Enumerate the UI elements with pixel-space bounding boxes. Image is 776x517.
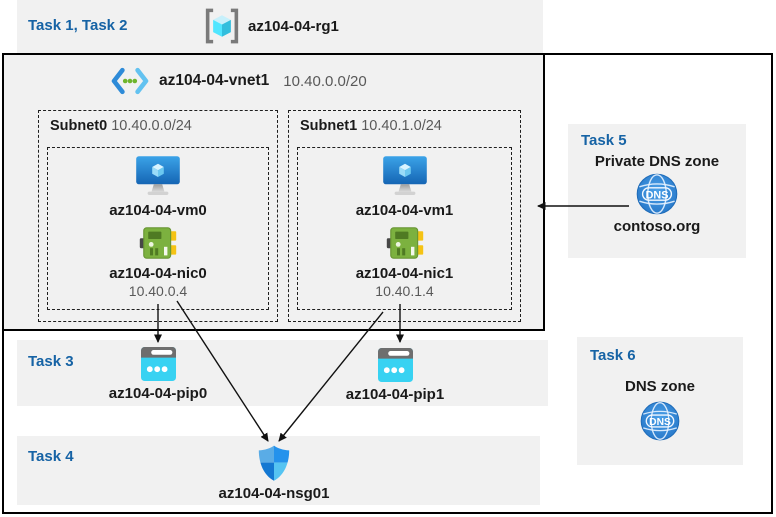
subnet1-label: Subnet1 10.40.1.0/24 <box>300 118 442 134</box>
public-ip-icon <box>377 347 414 383</box>
nic0-label: az104-04-nic0 <box>109 265 207 282</box>
task5-title: Private DNS zone <box>594 153 720 170</box>
nic-icon <box>386 225 424 261</box>
vnet-box: az104-04-vnet1 10.40.0.0/20 Subnet0 10.4… <box>2 53 545 331</box>
subnet1-cidr: 10.40.1.0/24 <box>361 118 442 134</box>
dns-icon: DNS <box>636 173 678 215</box>
task3-label: Task 3 <box>28 353 74 370</box>
nic0-ip: 10.40.0.4 <box>128 283 188 299</box>
task1-2-label: Task 1, Task 2 <box>28 17 128 34</box>
vnet-header: az104-04-vnet1 10.40.0.0/20 <box>110 64 367 98</box>
subnet1-inner-box: az104-04-vm1 az104-04-nic1 <box>297 147 512 310</box>
subnet1-box: Subnet1 10.40.1.0/24 az104-04-vm1 <box>288 110 521 322</box>
dns-icon-text: DNS <box>646 189 669 201</box>
pip1-label: az104-04-pip1 <box>345 386 445 403</box>
subnet0-cidr: 10.40.0.0/24 <box>111 118 192 134</box>
subnet0-label: Subnet0 10.40.0.0/24 <box>50 118 192 134</box>
subnet0-name: Subnet0 <box>50 118 108 134</box>
nic1-ip: 10.40.1.4 <box>375 283 434 299</box>
vnet-name: az104-04-vnet1 <box>159 72 270 89</box>
task6-label: Task 6 <box>590 347 636 364</box>
public-ip-icon <box>140 346 177 382</box>
task6-title: DNS zone <box>624 378 695 395</box>
task1-2-band: Task 1, Task 2 az104-04-rg1 <box>17 0 543 53</box>
nsg-group: az104-04-nsg01 <box>214 444 334 502</box>
dns-icon-text: DNS <box>649 417 671 428</box>
task5-zone-name: contoso.org <box>613 218 701 235</box>
vm0-label: az104-04-vm0 <box>109 202 207 219</box>
vnet-icon <box>110 66 150 96</box>
resource-group-name: az104-04-rg1 <box>248 18 339 35</box>
pip1-group: az104-04-pip1 <box>335 347 455 403</box>
subnet0-inner-box: az104-04-vm0 az104-04-nic0 <box>47 147 269 310</box>
dns-icon: DNS <box>640 401 680 441</box>
task5-label: Task 5 <box>581 132 627 149</box>
vm-icon <box>382 155 428 197</box>
vnet-cidr: 10.40.0.0/20 <box>283 72 367 90</box>
vm-icon <box>135 155 181 197</box>
pip0-group: az104-04-pip0 <box>98 346 218 402</box>
task4-label: Task 4 <box>28 448 74 465</box>
task5-box: Task 5 Private DNS zone DNS contoso.org <box>568 124 746 258</box>
nsg-shield-icon <box>256 444 292 482</box>
subnet0-box: Subnet0 10.40.0.0/24 az104-04-vm0 <box>38 110 278 322</box>
nic-icon <box>139 225 177 261</box>
vm1-label: az104-04-vm1 <box>355 202 454 219</box>
nsg-label: az104-04-nsg01 <box>218 485 330 502</box>
nic1-label: az104-04-nic1 <box>355 265 454 282</box>
task3-band: Task 3 <box>17 340 548 406</box>
subnet1-name: Subnet1 <box>300 118 358 134</box>
pip0-label: az104-04-pip0 <box>108 385 208 402</box>
resource-group-icon <box>203 7 241 45</box>
task6-box: Task 6 DNS zone DNS <box>577 337 743 465</box>
